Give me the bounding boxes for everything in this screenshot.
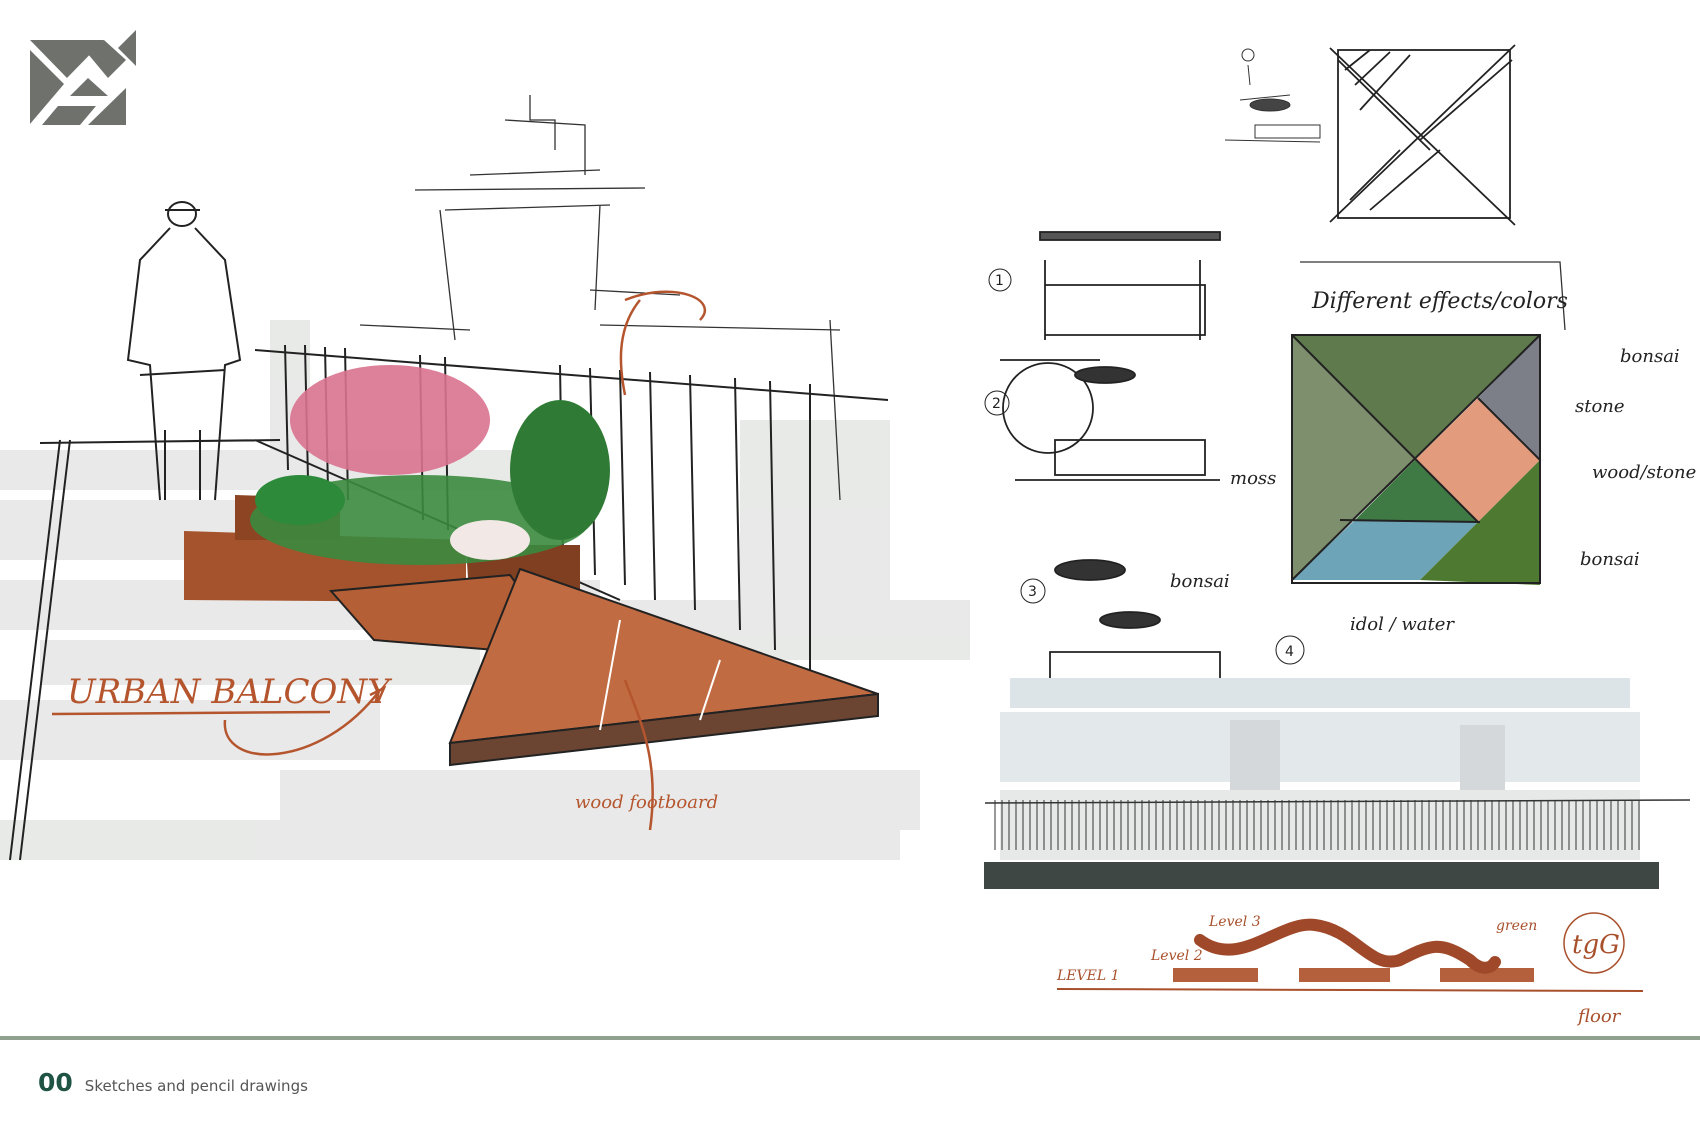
label-moss: moss xyxy=(1230,468,1276,489)
section-title: Sketches and pencil drawings xyxy=(84,1077,308,1095)
label-tgg: tgG xyxy=(1572,930,1620,960)
step-4-label: 4 xyxy=(1285,644,1294,660)
tangram-logo xyxy=(30,30,136,125)
label-green: green xyxy=(1496,918,1537,934)
wood-label: wood footboard xyxy=(575,792,718,813)
balcony-perspective-sketch: URBAN BALCONY wood footboard xyxy=(0,95,970,861)
label-wood-stone: wood/stone xyxy=(1592,462,1696,483)
page-footer: 00 Sketches and pencil drawings xyxy=(38,1068,308,1097)
plan-sketch xyxy=(1329,44,1516,226)
plants xyxy=(250,365,610,565)
label-floor: floor xyxy=(1576,1006,1622,1027)
step-3-label: 3 xyxy=(1028,584,1037,600)
step-1-label: 1 xyxy=(995,273,1004,289)
title-label: URBAN BALCONY xyxy=(67,672,393,712)
label-idol-water: idol / water xyxy=(1350,614,1455,635)
label-level-3: Level 3 xyxy=(1208,914,1261,930)
street-elevation xyxy=(984,678,1691,889)
color-effects-sketch: Different effects/colors bonsai stone wo… xyxy=(1170,261,1696,635)
footer-divider xyxy=(0,1036,1700,1040)
label-bonsai-top: bonsai xyxy=(1620,346,1680,367)
effects-label: Different effects/colors xyxy=(1311,289,1568,314)
levels-diagram: LEVEL 1 Level 2 Level 3 green floor tgG xyxy=(1056,912,1644,1027)
page-number: 00 xyxy=(38,1068,73,1097)
wood-decks xyxy=(328,567,879,767)
bonsai-sun-sketch xyxy=(1224,48,1321,143)
label-level-2: Level 2 xyxy=(1150,948,1203,964)
step-2-label: 2 xyxy=(992,396,1001,412)
person-figure xyxy=(126,201,242,501)
label-stone: stone xyxy=(1575,396,1625,417)
label-bonsai-right: bonsai xyxy=(1580,549,1640,570)
step-numbers: 1 2 3 4 xyxy=(984,268,1305,665)
label-level-1: LEVEL 1 xyxy=(1056,968,1120,984)
label-bonsai-left: bonsai xyxy=(1170,571,1230,592)
